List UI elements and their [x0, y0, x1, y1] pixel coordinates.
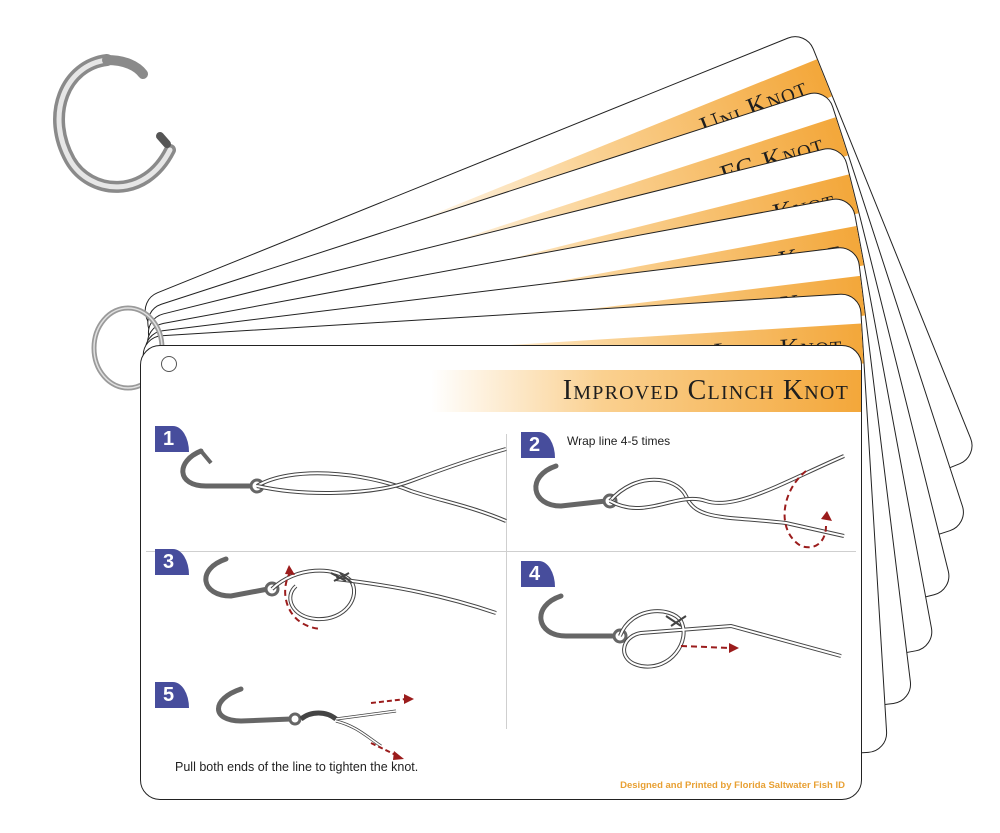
card-title-band: Improved Clinch Knot	[431, 370, 861, 412]
step-4-illustration	[538, 593, 842, 669]
card-hole	[161, 356, 177, 372]
step-badge-5: 5	[155, 682, 189, 708]
step-badge-3: 3	[155, 549, 189, 575]
red-dashed-arrow-icon	[821, 511, 832, 521]
step-divider	[146, 551, 856, 552]
red-dashed-arrow-icon	[285, 565, 295, 575]
credit-line: Designed and Printed by Florida Saltwate…	[620, 780, 845, 791]
step-5-illustration	[216, 686, 414, 760]
red-dashed-arrow-icon	[404, 694, 414, 704]
knot-card-improved-clinch[interactable]: Improved Clinch Knot 1 2 Wrap line 4-5 t…	[140, 345, 862, 800]
red-dashed-arrow-icon	[729, 643, 739, 653]
card-title: Improved Clinch Knot	[562, 375, 849, 406]
step-1-illustration	[180, 447, 507, 523]
step-2-illustration	[533, 454, 845, 549]
step-2-note: Wrap line 4-5 times	[567, 434, 671, 448]
binder-ring-icon	[53, 54, 176, 193]
red-dashed-arrow-icon	[393, 751, 404, 760]
step-divider	[506, 434, 507, 729]
pull-instruction: Pull both ends of the line to tighten th…	[175, 760, 419, 774]
step-3-illustration	[203, 556, 497, 630]
